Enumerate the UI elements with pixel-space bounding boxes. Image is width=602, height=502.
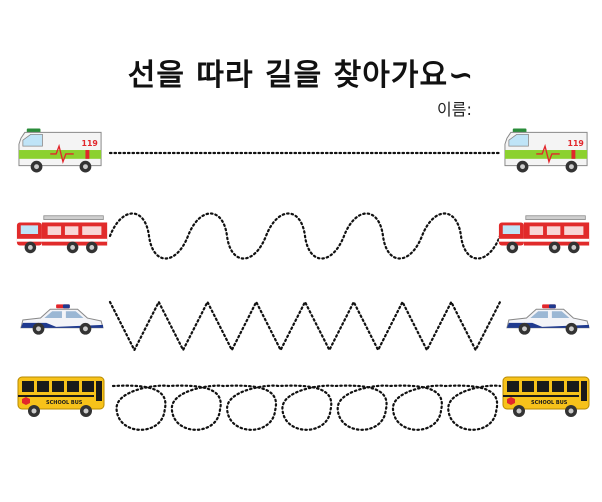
- tracing-path-zigzag[interactable]: [108, 300, 502, 352]
- police-car-icon-left: [20, 303, 104, 336]
- fire-truck-icon-right: [498, 215, 590, 254]
- police-car-icon-right: [506, 303, 590, 336]
- row-school-bus: [17, 376, 590, 431]
- ambulance-icon-right: [504, 127, 588, 174]
- ambulance-icon-left: [18, 127, 102, 174]
- row-police-car: [20, 300, 590, 352]
- title-mark: ∽: [448, 58, 475, 93]
- page-title: 선을 따라 길을 찾아가요∽: [0, 50, 602, 94]
- tracing-path-loops[interactable]: [111, 384, 502, 431]
- fire-truck-icon-left: [16, 215, 108, 254]
- tracing-path-wave[interactable]: [108, 212, 502, 260]
- name-label: 이름:: [437, 100, 472, 119]
- row-ambulance: [18, 127, 588, 174]
- school-bus-icon-right: [502, 376, 590, 418]
- row-fire-truck: [16, 212, 590, 260]
- school-bus-icon-left: [17, 376, 105, 418]
- title-text: 선을 따라 길을 찾아가요: [127, 58, 449, 93]
